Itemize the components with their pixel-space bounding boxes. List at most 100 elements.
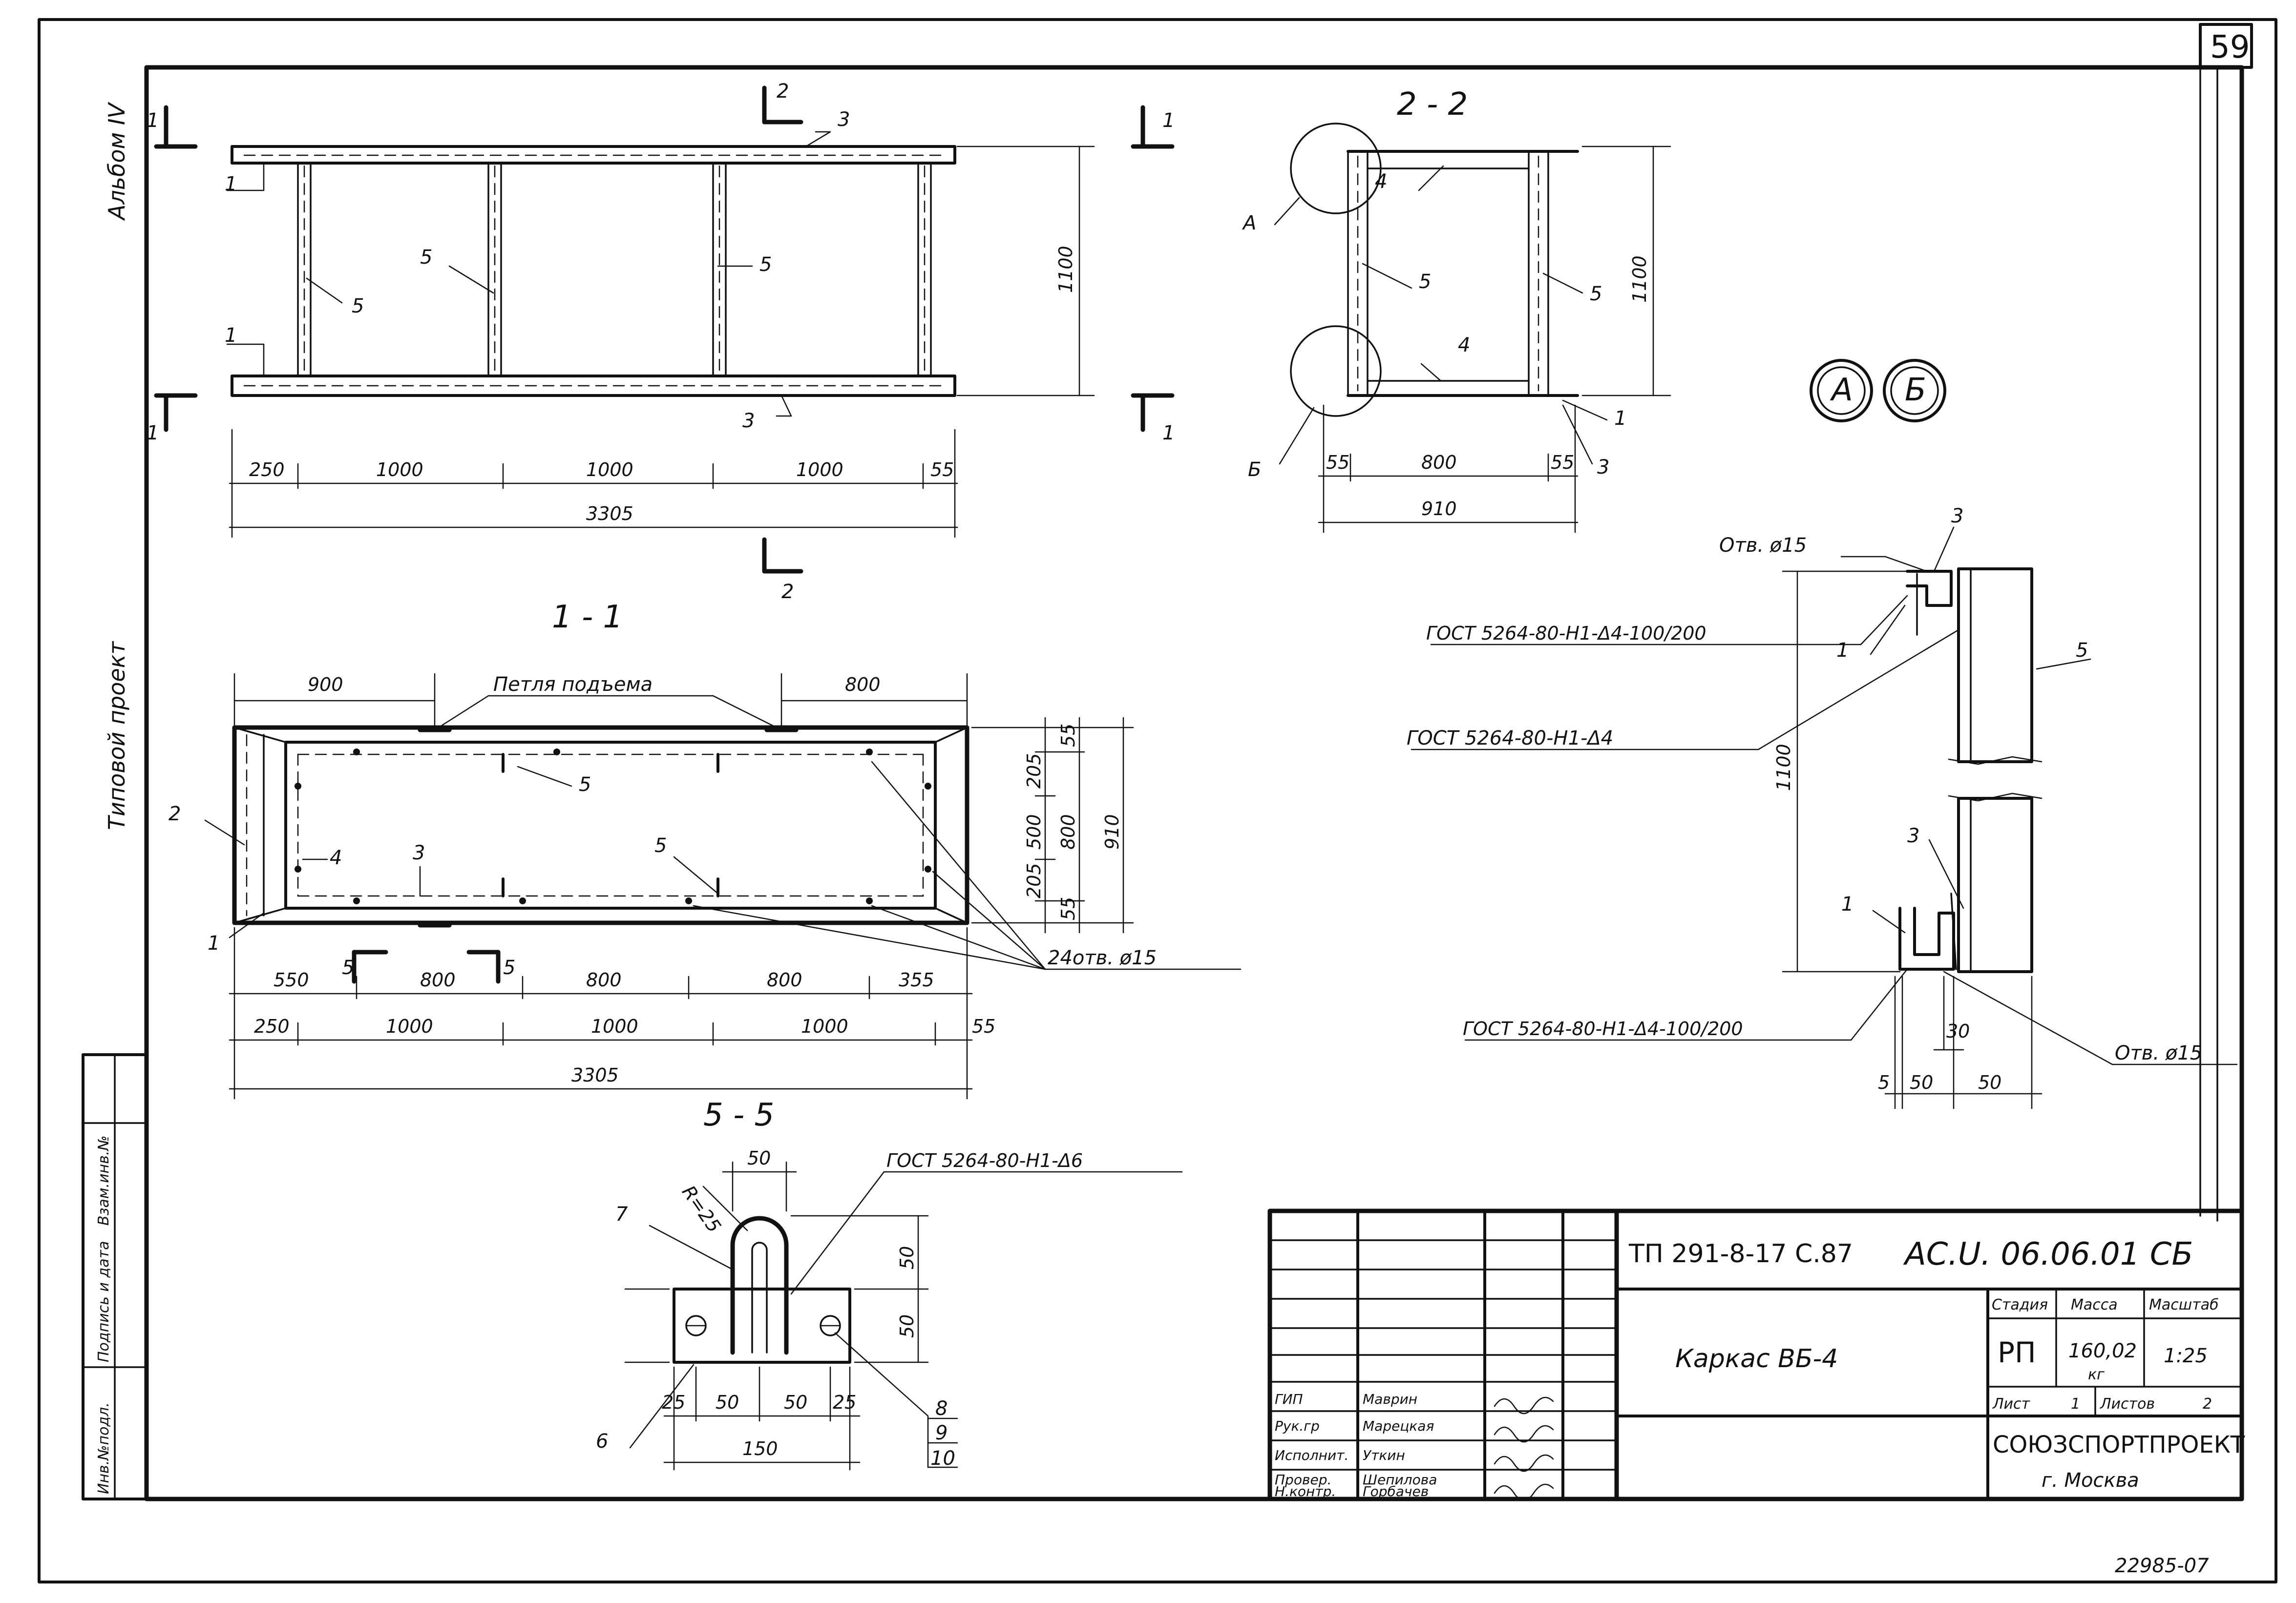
title-block-name-3: Уткин [1363,1447,1405,1463]
section-1-1-loop-label: Петля подъема [493,673,653,696]
section-1-1-label-5-top: 5 [579,773,591,796]
section-2-2: 2 - 2 А Б 4 4 5 5 1 3 1100 [1242,86,1671,533]
stamp-field-3: Взам.инв.№ [95,1135,112,1226]
plan-dim-3: 1000 [586,459,633,480]
section-2-2-dim-1: 55 [1326,452,1349,473]
plan-dim-1: 250 [249,459,285,480]
section-1-1-bottom-dim-2e: 55 [972,1016,995,1037]
section-2-2-label-1: 1 [1614,407,1626,430]
page-number: 59 [2210,29,2250,65]
section-5-5-total-dim: 150 [742,1438,778,1459]
title-block-stage: РП [1998,1336,2036,1369]
plan-label-1-bottom: 1 [225,324,237,347]
plan-section-mark-2-top: 2 [777,80,789,103]
section-5-5-label-6: 6 [596,1430,608,1453]
title-block-name-4: Шепилова [1363,1472,1437,1488]
section-1-1-right-dim-1: 55 [1057,724,1079,747]
section-1-1-mark-5-left: 5 [342,957,354,979]
section-1-1-top-dim-1: 900 [308,674,343,695]
title-block-role-3: Исполнит. [1275,1447,1348,1463]
section-5-5-bottom-dim-2: 50 [716,1392,739,1413]
plan-label-3-bottom: 3 [742,410,755,432]
nodes-legend: А Б [1810,359,1946,422]
section-1-1-right-dim-total: 910 [1101,814,1123,850]
plan-section-mark-1-tl: 1 [147,109,159,132]
node-detail-gost-1: ГОСТ 5264-80-Н1-Δ4-100/200 [1426,623,1706,644]
section-1-1-label-2: 2 [169,803,181,825]
title-block: ТП 291-8-17 С.87 АС.U. 06.06.01 СБ Карка… [1267,1208,2245,1501]
plan-section-mark-1-tr: 1 [1162,109,1175,132]
plan-view: 1 1 1 1 2 2 1 1 3 3 5 5 5 1100 [147,80,1175,603]
title-block-doc-code: ТП 291-8-17 С.87 [1628,1239,1853,1269]
section-5-5-gost: ГОСТ 5264-80-Н1-Δ6 [886,1150,1083,1171]
node-detail-label-3-bottom: 3 [1907,825,1919,847]
section-1-1-label-5-bottom: 5 [654,834,667,857]
plan-dim-5: 55 [930,459,954,480]
section-2-2-total-dim: 910 [1421,498,1457,520]
section-5-5-bottom-dim-4: 25 [833,1392,856,1413]
title-block-col-scale: Масштаб [2149,1296,2219,1313]
stamp-field-1: Инв.№подл. [95,1402,112,1494]
title-block-name-5: Горбачев [1363,1483,1429,1499]
title-block-role-2: Рук.гр [1275,1418,1320,1434]
section-5-5-radius: R=25 [678,1182,725,1237]
section-2-2-label-4-top: 4 [1375,170,1387,193]
title-block-sheet-label: Лист [1992,1395,2031,1413]
section-5-5-right-dim-1: 50 [896,1246,918,1270]
section-2-2-label-5-right: 5 [1590,283,1602,305]
section-5-5-bottom-dim-1: 25 [662,1392,685,1413]
left-stamp: Инв.№подл. Подпись и дата Взам.инв.№ [82,1053,148,1500]
node-detail-bottom-dim-2: 50 [1910,1072,1933,1093]
title-block-role-5: Н.контр. [1275,1483,1336,1499]
plan-section-mark-1-bl: 1 [147,422,159,444]
section-1-1-mark-5-right: 5 [503,957,515,979]
archive-number: 22985-07 [2115,1555,2209,1577]
section-1-1-bottom-dim-2d: 1000 [801,1016,848,1037]
section-1-1-right-dim-4: 205 [1023,863,1045,898]
left-margin: Альбом IV Типовой проект [104,102,130,830]
section-1-1-right-dim-mid: 800 [1057,814,1079,850]
section-1-1-bottom-dim-1e: 355 [899,969,934,991]
title-block-role-4: Провер. [1275,1472,1331,1488]
title-block-name: Каркас ВБ-4 [1675,1344,1838,1374]
signatures [1494,1396,1554,1501]
section-1-1: 1 - 1 [169,599,1242,1100]
section-5-5-label-7: 7 [615,1203,628,1226]
section-5-5: 5 - 5 50 R=25 50 50 25 50 50 [596,1097,1183,1471]
title-block-org: СОЮЗСПОРТПРОЕКТ [1993,1431,2245,1458]
title-block-col-stage: Стадия [1992,1296,2048,1313]
section-2-2-dim-3: 55 [1551,452,1574,473]
plan-height-dim: 1100 [1055,246,1076,293]
node-legend-a: А [1830,372,1853,408]
title-block-name-2: Марецкая [1363,1418,1434,1434]
node-legend-b: Б [1905,372,1926,408]
section-1-1-bottom-dim-2c: 1000 [591,1016,638,1037]
node-detail-gost-2: ГОСТ 5264-80-Н1-Δ4 [1407,727,1613,749]
node-detail-small-dim: 30 [1946,1020,1970,1042]
title-block-city: г. Москва [2042,1469,2139,1492]
title-block-mass: 160,02 [2068,1340,2137,1362]
title-block-sheets: 2 [2203,1395,2212,1413]
section-2-2-label-4-bottom: 4 [1458,334,1470,356]
plan-section-mark-2-bottom: 2 [781,581,794,603]
plan-label-1-top: 1 [225,173,237,195]
node-detail-gost-3: ГОСТ 5264-80-Н1-Δ4-100/200 [1463,1018,1743,1040]
plan-dim-2: 1000 [376,459,423,480]
section-5-5-bottom-dim-3: 50 [784,1392,807,1413]
sheet-frame: 59 [38,18,2277,1583]
plan-dim-4: 1000 [796,459,843,480]
stamp-field-2: Подпись и дата [95,1241,112,1363]
title-block-sheet: 1 [2071,1395,2080,1413]
plan-section-mark-1-br: 1 [1162,422,1175,444]
node-detail: 1100 Отв. ø15 3 1 ГОСТ 5264-80-Н1-Δ4-100… [1407,505,2238,1109]
section-1-1-top-dim-2: 800 [845,674,881,695]
title-block-role-1: ГИП [1275,1391,1303,1407]
section-5-5-top-dim: 50 [747,1147,771,1169]
title-block-name-1: Маврин [1363,1391,1417,1407]
plan-label-3-top: 3 [838,108,850,131]
section-1-1-right-dim-5: 55 [1057,897,1079,920]
node-detail-label-1-top: 1 [1836,639,1849,662]
section-2-2-label-5-left: 5 [1419,271,1431,293]
plan-label-5-c: 5 [759,253,772,276]
